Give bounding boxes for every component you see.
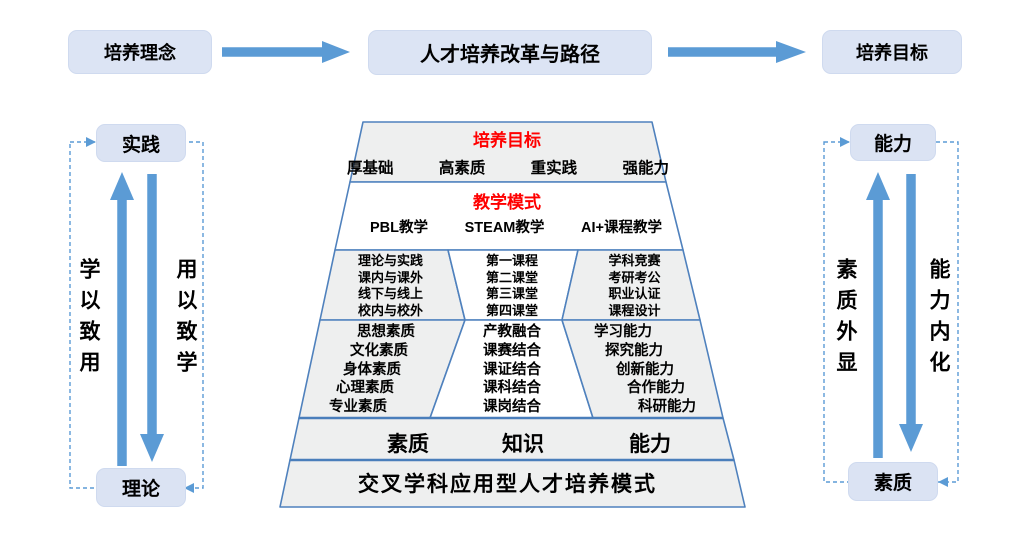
pyramid-row3-left-cell: 理论与实践 课内与课外 线下与线上 校内与校外 bbox=[328, 253, 453, 319]
pyramid-row4-middle-cell: 产教融合 课赛结合 课证结合 课科结合 课岗结合 bbox=[455, 323, 569, 417]
apply-to-learn-label: 用以致学 bbox=[174, 258, 197, 382]
base-label-ability: 能力 bbox=[629, 433, 671, 456]
ability-item: 探究能力 bbox=[605, 342, 663, 359]
ability-item: 科研能力 bbox=[638, 399, 696, 416]
practice-path-item: 校内与校外 bbox=[357, 302, 423, 318]
practice-box-label: 实践 bbox=[121, 134, 160, 156]
goal-item: 厚基础 bbox=[347, 160, 394, 177]
ability-path-item: 课程设计 bbox=[608, 302, 661, 318]
pyramid-row4-right-cell: 学习能力 探究能力 创新能力 合作能力 科研能力 bbox=[580, 323, 710, 417]
flow-arrow-2 bbox=[668, 41, 806, 63]
practice-box: 实践 bbox=[96, 124, 186, 162]
integration-item: 产教融合 bbox=[483, 324, 541, 340]
flow-box-goal-label: 培养目标 bbox=[856, 43, 928, 63]
quality-box-label: 素质 bbox=[873, 473, 912, 494]
up-arrow-head bbox=[866, 172, 890, 200]
ability-internalize-label: 能力内化 bbox=[927, 258, 950, 382]
flow-box-concept: 培养理念 bbox=[68, 30, 212, 74]
flow-box-reform-path: 人才培养改革与路径 bbox=[368, 30, 652, 75]
ability-path-item: 考研考公 bbox=[608, 269, 661, 285]
classroom-item: 第三课堂 bbox=[485, 286, 538, 301]
teaching-mode-item: AI+课程教学 bbox=[581, 220, 662, 236]
teaching-mode-item: STEAM教学 bbox=[464, 220, 545, 236]
base-label-knowledge: 知识 bbox=[502, 433, 544, 456]
quality-item: 身体素质 bbox=[343, 361, 401, 378]
ability-item: 合作能力 bbox=[627, 380, 685, 397]
ability-box: 能力 bbox=[850, 124, 936, 161]
classroom-item: 第一课程 bbox=[485, 253, 538, 268]
quality-box: 素质 bbox=[848, 462, 938, 501]
quality-item: 专业素质 bbox=[329, 399, 387, 416]
flow-box-concept-label: 培养理念 bbox=[104, 43, 176, 63]
dashed-arrowhead-into-theory bbox=[184, 483, 194, 493]
ability-box-label: 能力 bbox=[873, 134, 912, 155]
quality-externalize-label: 素质外显 bbox=[834, 258, 857, 382]
left-loop-section: 实践 理论 学以致用 用以致学 bbox=[60, 118, 210, 518]
practice-path-item: 课内与课外 bbox=[357, 269, 423, 285]
right-loop-section: 能力 素质 素质外显 能力内化 bbox=[820, 118, 970, 518]
pyramid-row1-items: 厚基础 高素质 重实践 强能力 bbox=[347, 156, 669, 178]
flow-box-goal: 培养目标 bbox=[822, 30, 962, 74]
classroom-item: 第二课堂 bbox=[485, 269, 538, 285]
pyramid-base-title: 交叉学科应用型人才培养模式 bbox=[358, 473, 657, 496]
pyramid-row1-title: 培养目标 bbox=[473, 131, 541, 150]
pyramid-diagram bbox=[279, 121, 746, 508]
theory-box-label: 理论 bbox=[121, 479, 160, 500]
goal-item: 高素质 bbox=[438, 160, 486, 177]
up-arrow-head bbox=[110, 172, 134, 200]
teaching-mode-item: PBL教学 bbox=[370, 220, 428, 236]
ability-path-item: 学科竞赛 bbox=[608, 253, 661, 268]
practice-path-item: 线下与线上 bbox=[357, 286, 423, 301]
quality-item: 心理素质 bbox=[336, 380, 394, 397]
ability-path-item: 职业认证 bbox=[608, 286, 661, 301]
down-arrow-head bbox=[899, 424, 923, 452]
pyramid-row4-left-cell: 思想素质 文化素质 身体素质 心理素质 专业素质 bbox=[307, 323, 437, 417]
flow-box-reform-path-label: 人才培养改革与路径 bbox=[420, 44, 600, 66]
flow-arrow-1 bbox=[222, 41, 350, 63]
ability-item: 学习能力 bbox=[594, 324, 652, 340]
learn-to-apply-label: 学以致用 bbox=[77, 258, 100, 382]
integration-item: 课证结合 bbox=[483, 361, 541, 378]
quality-item: 思想素质 bbox=[357, 324, 415, 340]
goal-item: 重实践 bbox=[530, 160, 578, 177]
ability-item: 创新能力 bbox=[616, 361, 674, 378]
classroom-item: 第四课堂 bbox=[485, 302, 538, 318]
dashed-arrowhead-into-practice bbox=[86, 137, 96, 147]
pyramid-row2-items: PBL教学 STEAM教学 AI+课程教学 bbox=[370, 216, 662, 237]
base-label-quality: 素质 bbox=[387, 433, 429, 456]
pyramid-row2-title: 教学模式 bbox=[473, 193, 541, 212]
integration-item: 课科结合 bbox=[483, 380, 541, 397]
down-arrow-head bbox=[140, 434, 164, 462]
goal-item: 强能力 bbox=[622, 160, 669, 177]
theory-box: 理论 bbox=[96, 468, 186, 507]
dashed-arrowhead-into-ability bbox=[840, 137, 850, 147]
quality-item: 文化素质 bbox=[350, 342, 408, 359]
integration-item: 课岗结合 bbox=[483, 399, 541, 416]
pyramid-row3-right-cell: 学科竞赛 考研考公 职业认证 课程设计 bbox=[572, 253, 697, 319]
dashed-arrowhead-into-quality bbox=[938, 477, 948, 487]
pyramid-row3-middle-cell: 第一课程 第二课堂 第三课堂 第四课堂 bbox=[455, 253, 569, 319]
practice-path-item: 理论与实践 bbox=[357, 253, 423, 268]
integration-item: 课赛结合 bbox=[483, 342, 541, 359]
